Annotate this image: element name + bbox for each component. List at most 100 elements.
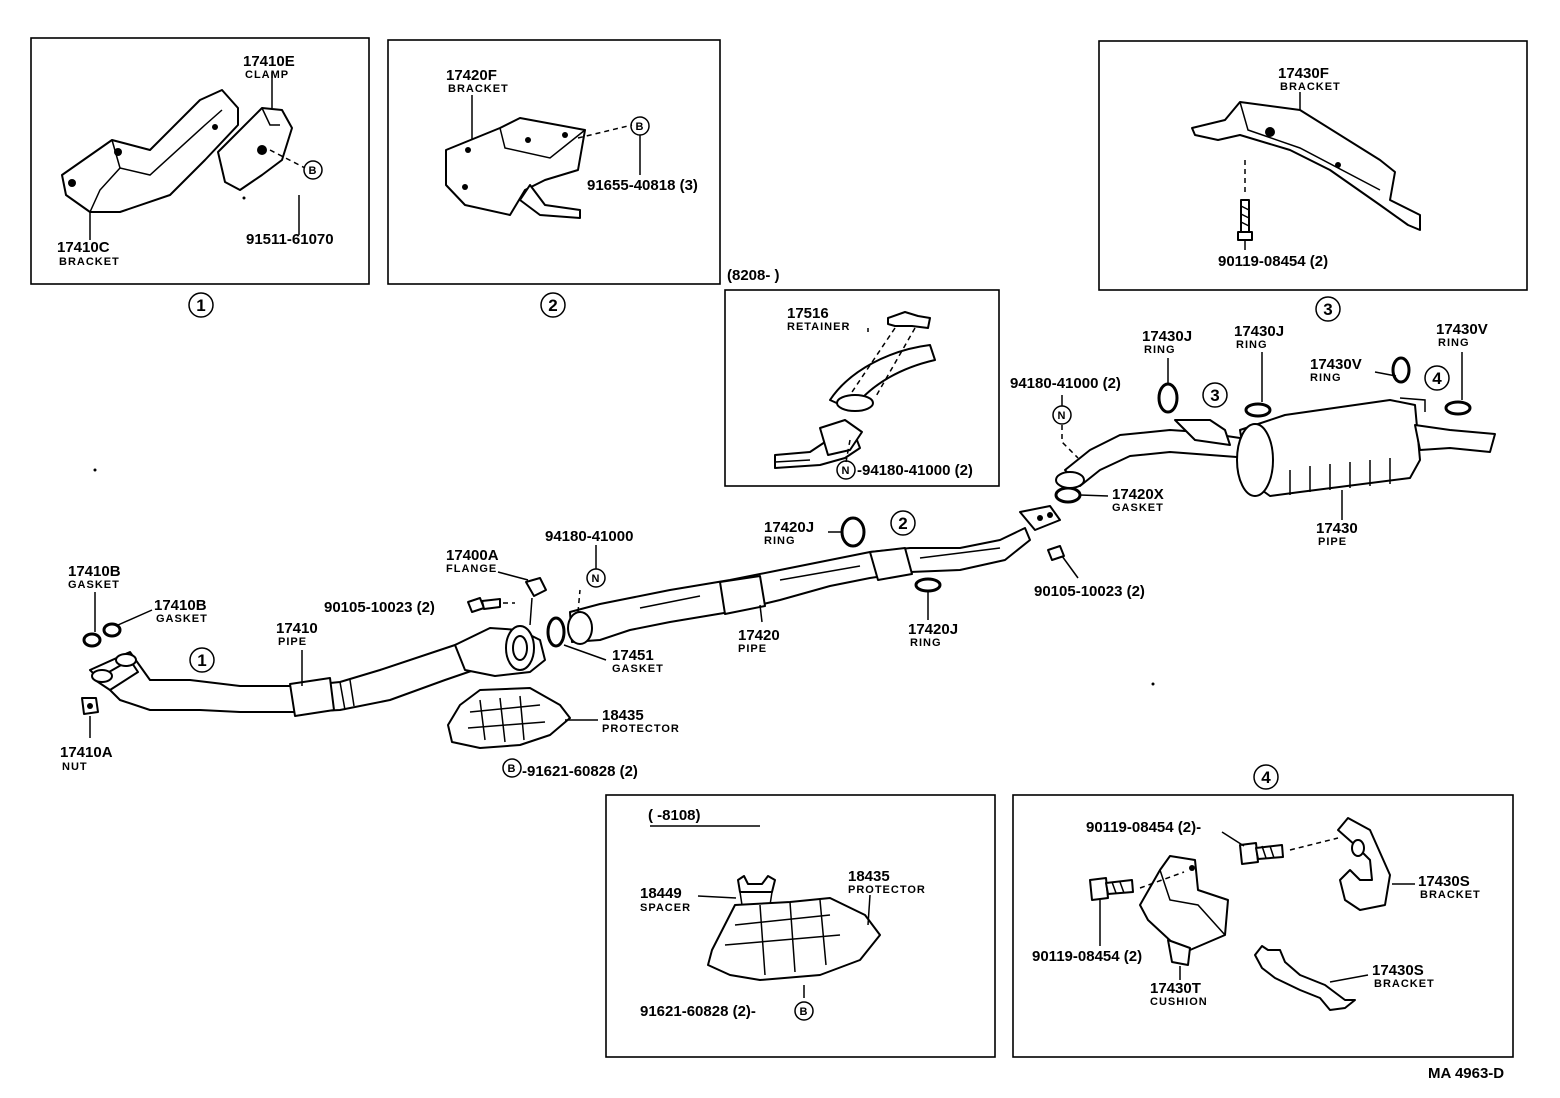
- marker-b-protector: [794, 1001, 814, 1021]
- leader-17451: [563, 644, 607, 661]
- protector-box-range: ( -8108): [648, 807, 701, 824]
- gasket-17451-drawing: [546, 616, 566, 648]
- protector-18435-box-number: 18435: [848, 868, 890, 885]
- callout-4-label: 4: [1261, 768, 1271, 787]
- bracket-17430f-number: 17430F: [1278, 65, 1329, 82]
- ring-17430j-2-number: 17430J: [1234, 323, 1284, 340]
- leader-17420x: [1079, 494, 1109, 497]
- callout-2-label: 2: [548, 296, 557, 315]
- gasket-17410b-2-number: 17410B: [154, 597, 207, 614]
- leader-18449: [697, 895, 737, 899]
- callout-3-circle: [1315, 296, 1341, 322]
- cushion-17430t-drawing: [1139, 855, 1229, 966]
- gasket-17410b-1-number: 17410B: [68, 563, 121, 580]
- leader-17410b-2: [117, 609, 153, 626]
- retainer-17516-drawing: [887, 311, 931, 329]
- ring-17430j-2-drawing: [1244, 402, 1272, 418]
- bolt-94180-rear-number: 94180-41000 (2): [1010, 375, 1121, 392]
- callout-3-main-circle: [1202, 382, 1228, 408]
- gasket-17420x-name: GASKET: [1112, 502, 1164, 514]
- marker-n-rear-label: N: [1058, 410, 1067, 422]
- retainer-bolt-dash: [845, 439, 851, 463]
- pipe-17420-number: 17420: [738, 627, 780, 644]
- bolt-91655-number: 91655-40818 (3): [587, 177, 698, 194]
- gasket-17420x-number: 17420X: [1112, 486, 1164, 503]
- bolt-90119-2-drawing: [1089, 877, 1134, 901]
- callout-1-circle: [188, 292, 214, 318]
- detail-box-retainer-frame: [724, 289, 1000, 487]
- marker-b-protector-label: B: [800, 1006, 809, 1018]
- ring-17420j-1-name: RING: [764, 535, 796, 547]
- detail-box-4-frame: [1012, 794, 1514, 1058]
- detail-box-3-frame: [1098, 40, 1528, 291]
- bolt2-dash: [1139, 871, 1185, 889]
- leader-17430v-1: [1374, 371, 1397, 377]
- bolt-n-rear-dash: [1061, 425, 1079, 459]
- pipe-17430-drawing: [1055, 397, 1496, 497]
- pipe-17430-name: PIPE: [1318, 536, 1347, 548]
- callout-3-main-label: 3: [1210, 386, 1219, 405]
- callout-2-main-circle: [890, 510, 916, 536]
- gasket-17420x-drawing: [1054, 486, 1082, 504]
- pipe-17430-number: 17430: [1316, 520, 1358, 537]
- protector-18435-box-drawing: [707, 897, 881, 981]
- bolt-90105-front-number: 90105-10023 (2): [324, 599, 435, 616]
- ring-17430j-1-number: 17430J: [1142, 328, 1192, 345]
- bracket-17420f-number: 17420F: [446, 67, 497, 84]
- ring-17430v-1-number: 17430V: [1310, 356, 1362, 373]
- gasket-17451-number: 17451: [612, 647, 654, 664]
- bolt-90105-front: [467, 597, 501, 613]
- flange-17400a-drawing: [454, 577, 547, 677]
- pipe-17420-drawing: [567, 505, 1061, 645]
- cushion-17430t-number: 17430T: [1150, 980, 1201, 997]
- detail-box-protector: ( -8108) 18449 SPACER 18435 PROTECTOR 91…: [605, 794, 996, 1058]
- bracket-17420f-name: BRACKET: [448, 83, 509, 95]
- protector-18435-box-name: PROTECTOR: [848, 884, 926, 896]
- ring-17430j-1-name: RING: [1144, 344, 1176, 356]
- retainer-17516-number: 17516: [787, 305, 829, 322]
- clamp-17410e-drawing: [217, 107, 293, 191]
- retainer-flange-lower: [819, 419, 863, 456]
- gasket-17451-name: GASKET: [612, 663, 664, 675]
- marker-b-box1-label: B: [309, 165, 318, 177]
- flange-17400a-name: FLANGE: [446, 563, 497, 575]
- marker-b-box2-label: B: [636, 121, 645, 133]
- bracket-17430s-2-drawing: [1254, 945, 1356, 1011]
- retainer-17516-name: RETAINER: [787, 321, 850, 333]
- bolt-94180-retainer-number: -94180-41000 (2): [857, 462, 973, 479]
- detail-box-4: 90119-08454 (2)- 90119-08454 (2) 17430S …: [1012, 794, 1514, 1058]
- spacer-18449-drawing: [737, 875, 776, 906]
- ring-17420j-2-name: RING: [910, 637, 942, 649]
- bolt-90105-rear-drawing: [1047, 545, 1065, 561]
- bolt-90119-2-number: 90119-08454 (2): [1032, 948, 1142, 965]
- protector-18435-main-name: PROTECTOR: [602, 723, 680, 735]
- detail-box-retainer: 17516 RETAINER N -94180-41000 (2): [724, 289, 1000, 487]
- pipe-17410-name: PIPE: [278, 636, 307, 648]
- bracket-17430s-1-name: BRACKET: [1420, 889, 1481, 901]
- bolt-90105-rear-number: 90105-10023 (2): [1034, 583, 1145, 600]
- detail-box-2-frame: [387, 39, 721, 285]
- clamp-17410e-number: 17410E: [243, 53, 295, 70]
- callout-1-label: 1: [196, 296, 205, 315]
- gasket-17410b-2-drawing: [102, 622, 122, 638]
- leader-17400a: [497, 571, 529, 581]
- bolt-94180-center-number: 94180-41000: [545, 528, 633, 545]
- gasket-17410b-1-name: GASKET: [68, 579, 120, 591]
- bolt-90119-box3: [1237, 199, 1253, 241]
- bracket-17430s-1-number: 17430S: [1418, 873, 1470, 890]
- nut-17410a-number: 17410A: [60, 744, 113, 761]
- marker-b-main-label: B: [508, 763, 517, 775]
- callout-3-label: 3: [1323, 300, 1332, 319]
- ring-17420j-2-number: 17420J: [908, 621, 958, 638]
- bolt-90119-1-number: 90119-08454 (2)-: [1086, 819, 1201, 836]
- ring-17420j-2-drawing: [914, 577, 942, 593]
- bolt-n-dash: [577, 589, 581, 613]
- callout-4-main-label: 4: [1432, 369, 1442, 388]
- ring-17420j-1-number: 17420J: [764, 519, 814, 536]
- bracket-17410c-number: 17410C: [57, 239, 110, 256]
- retainer-box-range: (8208- ): [727, 267, 780, 284]
- diagram-code: MA 4963-D: [1428, 1065, 1504, 1082]
- callout-1-main-label: 1: [197, 651, 206, 670]
- bracket-17410c-drawing: [61, 89, 239, 213]
